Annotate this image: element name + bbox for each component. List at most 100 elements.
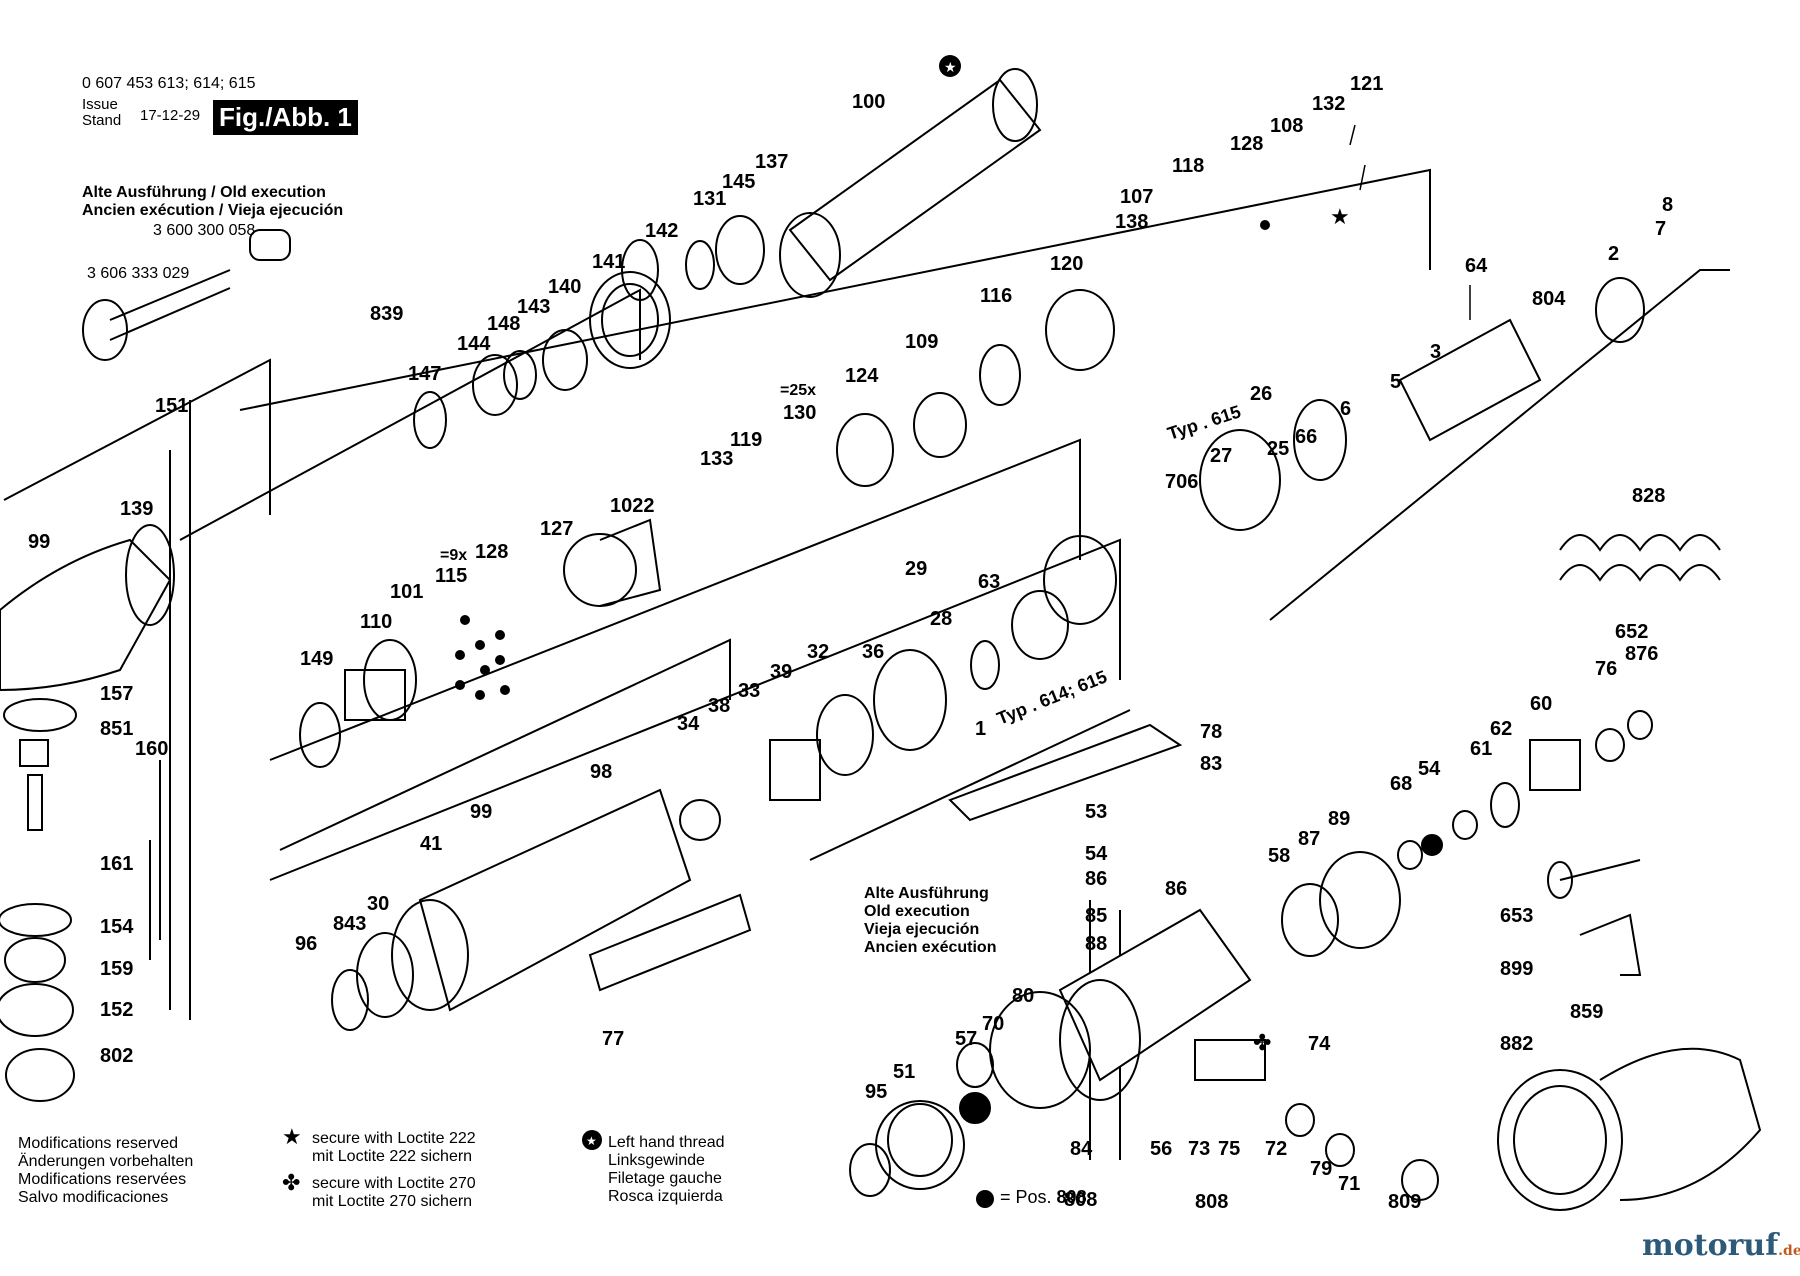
part-label: 96 — [295, 933, 317, 955]
modifications-es: Salvo modificaciones — [18, 1189, 169, 1206]
part-label: 86 — [1165, 878, 1187, 900]
part-label: 72 — [1265, 1138, 1287, 1160]
part-label: 85 — [1085, 905, 1107, 927]
legend-clover-icon: ✤ — [282, 1170, 300, 1195]
count-label-25x: =25x — [780, 382, 816, 399]
part-label: 140 — [548, 276, 581, 298]
parts-illustration — [0, 68, 1762, 1211]
old-execution-line2: Ancien exécution / Vieja ejecución — [82, 202, 344, 219]
part-label: 98 — [590, 761, 612, 783]
part-label: 108 — [1270, 115, 1303, 137]
part-label: 144 — [457, 333, 491, 355]
part-label: 80 — [1012, 985, 1034, 1007]
part-label: 131 — [693, 188, 726, 210]
part-label: 100 — [852, 91, 885, 113]
part-label: 143 — [517, 296, 550, 318]
issue-label-1: Issue — [82, 96, 118, 113]
count-label-9x: =9x — [440, 547, 467, 564]
loctite222-note: secure with Loctite 222 mit Loctite 222 … — [312, 1130, 476, 1166]
part-label: 149 — [300, 648, 333, 670]
loctite222-de: mit Loctite 222 sichern — [312, 1148, 473, 1165]
part-label: 33 — [738, 680, 760, 702]
part-label: 141 — [592, 251, 625, 273]
part-label: 6 — [1340, 398, 1351, 420]
part-label: 107 — [1120, 186, 1153, 208]
loctite222-star-icon: ★ — [1330, 204, 1350, 229]
left-hand-thread-icon: ★ — [939, 55, 961, 77]
part-label: 802 — [100, 1045, 133, 1067]
type-label-615: Typ . 615 — [1165, 401, 1243, 443]
old-part-a: 3 600 300 058 — [153, 222, 256, 239]
part-label: 121 — [1350, 73, 1383, 95]
part-label: 851 — [100, 718, 133, 740]
loctite270-de: mit Loctite 270 sichern — [312, 1193, 473, 1210]
part-label: 128 — [1230, 133, 1263, 155]
old-exec-bottom-2: Old execution — [864, 903, 970, 920]
part-label: 128 — [475, 541, 508, 563]
part-label: 68 — [1390, 773, 1412, 795]
part-label: 57 — [955, 1028, 977, 1050]
part-label: 137 — [755, 151, 788, 173]
part-label: 78 — [1200, 721, 1222, 743]
legend-star-icon: ★ — [282, 1124, 302, 1149]
part-label: 148 — [487, 313, 520, 335]
modifications-fr: Modifications reservées — [18, 1171, 187, 1188]
part-label: 70 — [982, 1013, 1004, 1035]
part-label: 706 — [1165, 471, 1198, 493]
part-label: 804 — [1532, 288, 1566, 310]
part-label: 86 — [1085, 868, 1107, 890]
issue-label-2: Stand — [82, 112, 122, 129]
part-label: 36 — [862, 641, 884, 663]
part-label: 7 — [1655, 218, 1666, 240]
part-label: 66 — [1295, 426, 1317, 448]
left-thread-fr: Filetage gauche — [608, 1170, 722, 1187]
part-label: 154 — [100, 916, 134, 938]
part-label: 899 — [1500, 958, 1533, 980]
part-label: 876 — [1625, 643, 1658, 665]
part-label: 28 — [930, 608, 952, 630]
modifications-note: Modifications reserved Änderungen vorbeh… — [18, 1135, 193, 1207]
part-label: 1022 — [610, 495, 655, 517]
pos-note: = Pos. 808 — [1000, 1188, 1087, 1206]
part-label: 116 — [980, 285, 1012, 307]
part-label: 808 — [1195, 1191, 1228, 1213]
part-label: 77 — [602, 1028, 624, 1050]
part-label: 62 — [1490, 718, 1512, 740]
part-label: 56 — [1150, 1138, 1172, 1160]
part-label: 87 — [1298, 828, 1320, 850]
part-label: 79 — [1310, 1158, 1332, 1180]
part-label: 157 — [100, 683, 133, 705]
part-label: 652 — [1615, 621, 1648, 643]
part-label: 83 — [1200, 753, 1222, 775]
part-label: 147 — [408, 363, 441, 385]
issue-label: Issue Stand — [82, 97, 121, 129]
part-label: 63 — [978, 571, 1000, 593]
modifications-de: Änderungen vorbehalten — [18, 1153, 194, 1170]
left-thread-es: Rosca izquierda — [608, 1188, 723, 1205]
part-label: 30 — [367, 893, 389, 915]
part-label: 2 — [1608, 243, 1619, 265]
part-label: 84 — [1070, 1138, 1093, 1160]
old-exec-bottom-4: Ancien exécution — [864, 939, 997, 956]
part-label: 60 — [1530, 693, 1552, 715]
part-label: 54 — [1418, 758, 1441, 780]
part-label: 127 — [540, 518, 573, 540]
part-label: 5 — [1390, 371, 1401, 393]
part-label: 1 — [975, 718, 986, 740]
part-label: 110 — [360, 611, 392, 633]
part-label: 120 — [1050, 253, 1083, 275]
part-label: 3 — [1430, 341, 1441, 363]
part-label: 32 — [807, 641, 829, 663]
part-label: 160 — [135, 738, 168, 760]
part-label: 882 — [1500, 1033, 1533, 1055]
part-label: 653 — [1500, 905, 1533, 927]
part-label: 71 — [1338, 1173, 1360, 1195]
part-label: 88 — [1085, 933, 1107, 955]
part-label: 39 — [770, 661, 792, 683]
part-label: 133 — [700, 448, 733, 470]
old-execution-line1: Alte Ausführung / Old execution — [82, 184, 326, 201]
loctite270-clover-icon: ✤ — [1253, 1030, 1271, 1055]
part-label: 161 — [100, 853, 133, 875]
